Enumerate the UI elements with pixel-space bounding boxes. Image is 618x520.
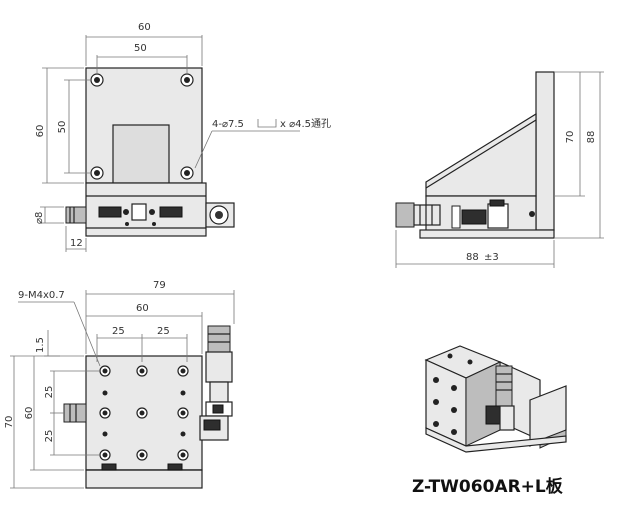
dim-bottom-25-a: 25 [112,326,125,337]
dim-12: 12 [70,238,83,249]
side-micrometer-thimble [395,202,415,228]
top-view-micrometer [199,325,233,441]
dim-bottom-1-5: 1.5 [35,337,46,353]
dim-left-50: 50 [57,121,68,134]
slot-left [98,206,122,218]
corner-holes [90,73,194,180]
tap-spec: 9-M4x0.7 [18,290,65,301]
isometric-view [424,345,567,453]
gusset [425,112,537,197]
side-view: 70 88 88 ±3 [395,71,604,268]
center-window [112,124,170,184]
hole-spec-2: x ⌀4.5通孔 [280,118,331,130]
dim-bottom-60: 60 [136,303,149,314]
iso-micrometer [495,365,513,407]
front-view: 60 50 60 50 4-⌀7.5 x ⌀4.5通孔 ⌀8 12 [34,22,331,252]
dim-bottom-height-70: 70 [4,416,15,429]
top-view: 79 60 25 25 9-M4x0.7 1.5 70 60 25 [4,280,235,489]
dim-side-width-88: 88 [466,252,479,263]
l-plate-post [535,71,555,231]
dim-bottom-79: 79 [153,280,166,291]
dim-bottom-height-60: 60 [24,407,35,420]
product-title: Z-TW060AR+L板 [412,476,564,497]
dim-side-70: 70 [565,131,576,144]
dim-top-60: 60 [138,22,151,33]
top-view-lock-knob [63,403,87,423]
side-base [419,229,555,239]
dim-dia-8: ⌀8 [34,212,45,224]
tapped-holes [99,365,189,461]
top-stage-base [85,469,203,489]
lock-knob [65,206,87,224]
dim-top-50: 50 [134,43,147,54]
dim-bottom-left-25-b: 25 [44,430,55,443]
dim-side-88: 88 [586,131,597,144]
dim-left-60: 60 [35,125,46,138]
slot-right [159,206,183,218]
dim-bottom-left-25-a: 25 [44,386,55,399]
dim-bottom-25-b: 25 [157,326,170,337]
dim-side-tolerance: ±3 [484,252,499,263]
hole-spec: 4-⌀7.5 [212,119,244,130]
